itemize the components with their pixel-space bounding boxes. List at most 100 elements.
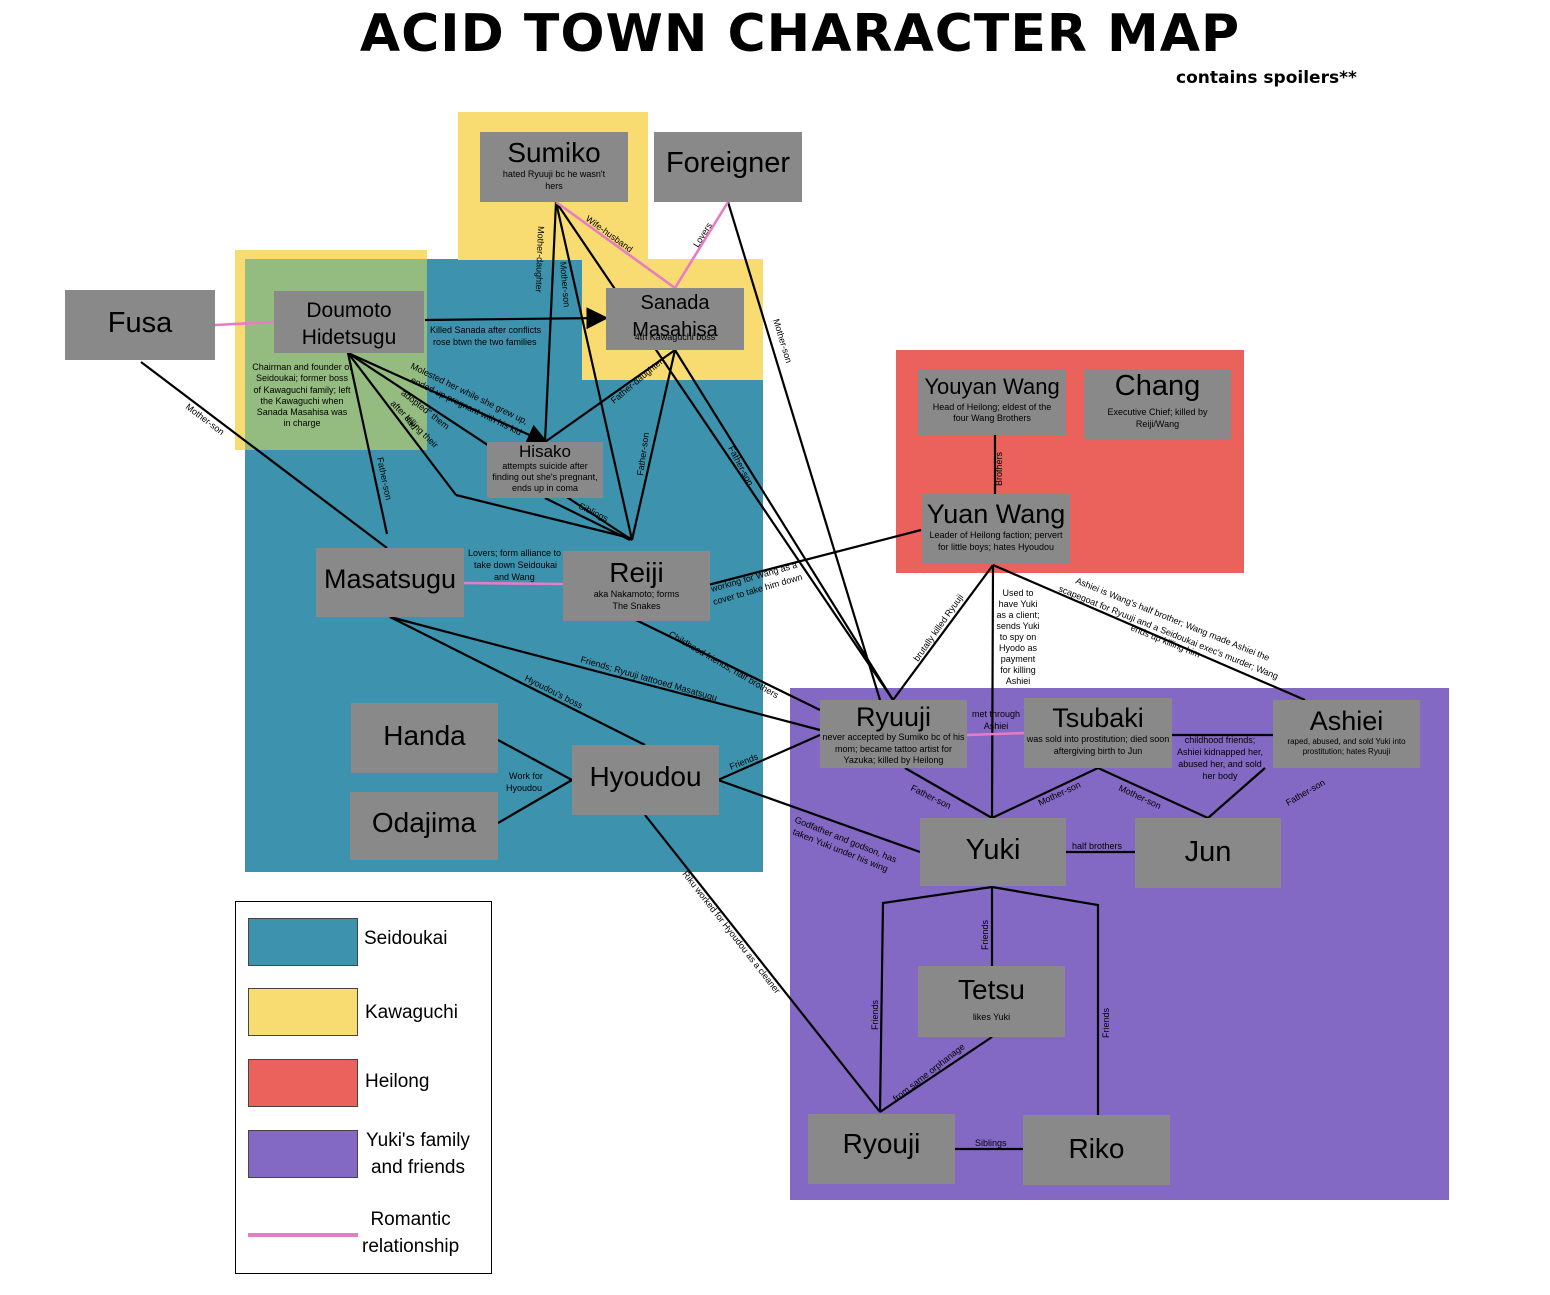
edge-yuan-ashiei — [992, 563, 1306, 702]
edge-masatsugu-ryuuji — [389, 615, 821, 732]
edge-sumiko-reiji — [554, 201, 634, 541]
label-brutally-killed: brutally killed Ryuuji — [911, 592, 965, 663]
node-tetsu[interactable]: Tetsu likes Yuki — [918, 966, 1065, 1037]
label-friends-tetsu: Friends — [980, 919, 990, 950]
node-reiji[interactable]: Reiji aka Nakamoto; forms The Snakes — [563, 551, 710, 621]
legend-swatch-seidoukai — [248, 918, 358, 966]
label-mother-son-sumiko: Mother-son — [558, 261, 572, 307]
edge-doumoto-reiji-2 — [455, 493, 631, 540]
page-title: ACID TOWN CHARACTER MAP — [359, 4, 1241, 64]
svg-text:as a client;: as a client; — [996, 610, 1039, 620]
label-wife-husband: Wife-husband — [584, 214, 635, 255]
label-father-son-ashiei: Father-son — [1284, 777, 1327, 807]
label-brothers: Brothers — [994, 451, 1004, 486]
edge-fusa-masatsugu — [140, 361, 388, 549]
label-father-daughter: Father-daughter — [609, 356, 665, 405]
label-half-brothers: half brothers — [1072, 841, 1123, 851]
edge-tetsu-ryouji — [879, 1036, 993, 1113]
edge-yuan-ryuuji — [892, 564, 994, 701]
label-lovers-alliance-2: take down Seidoukai — [474, 560, 557, 570]
edge-doumoto-masatsugu — [346, 352, 389, 535]
node-odajima[interactable]: Odajima — [350, 792, 498, 860]
edge-yuki-riko — [991, 885, 1100, 1115]
svg-text:payment: payment — [1001, 654, 1036, 664]
spoiler-note: contains spoilers** — [1176, 68, 1357, 88]
label-mother-daughter: Mother-daughter — [534, 226, 546, 293]
node-foreigner[interactable]: Foreigner — [654, 132, 802, 202]
romance-sumiko-sanada — [555, 200, 676, 290]
edge-sumiko-ryuuji — [555, 201, 894, 701]
label-siblings-hisako: Siblings — [577, 501, 610, 524]
legend-swatch-romantic — [248, 1233, 358, 1237]
node-ashiei[interactable]: Ashiei raped, abused, and sold Yuki into… — [1273, 700, 1420, 768]
node-fusa[interactable]: Fusa — [65, 290, 215, 360]
node-youyan[interactable]: Youyan Wang Head of Heilong; eldest of t… — [918, 369, 1066, 435]
node-ryouji[interactable]: Ryouji — [808, 1114, 955, 1184]
label-lovers-alliance-1: Lovers; form alliance to — [468, 548, 561, 558]
legend-label-heilong: Heilong — [365, 1071, 430, 1092]
edge-tsubaki-yuki — [991, 767, 1099, 819]
legend-label-yuki-family: Yuki's family and friends — [366, 1130, 470, 1178]
svg-text:to spy on: to spy on — [1000, 632, 1037, 642]
svg-text:for killing: for killing — [1000, 665, 1036, 675]
edge-hyoudou-ryouji — [644, 814, 881, 1113]
label-ashiei-half-brother-1: Ashiei is Wang's half brother; Wang made… — [1074, 576, 1271, 663]
edge-foreigner-ryuuji — [726, 201, 882, 701]
edge-reiji-ryuuji — [635, 619, 821, 711]
legend-label-kawaguchi: Kawaguchi — [365, 1002, 458, 1023]
label-hyoudous-boss: Hyoudou's boss — [523, 673, 585, 711]
edge-yuan-yuki — [990, 564, 995, 819]
legend-label-seidoukai: Seidoukai — [364, 928, 448, 949]
note-doumoto: Chairman and founder of Seidoukai; forme… — [252, 362, 352, 429]
node-yuki[interactable]: Yuki — [920, 818, 1066, 886]
node-doumoto[interactable]: Doumoto Hidetsugu — [274, 291, 424, 353]
edge-doumoto-sanada — [424, 307, 609, 330]
node-handa[interactable]: Handa — [351, 703, 498, 773]
label-friends-ryouji: Friends — [870, 999, 880, 1030]
svg-text:childhood friends;: childhood friends; — [1185, 735, 1256, 745]
node-riko[interactable]: Riko — [1023, 1115, 1170, 1185]
legend-swatch-yuki-family — [248, 1130, 358, 1178]
edge-hisako-reiji — [544, 497, 631, 541]
edge-sanada-ryuuji — [674, 349, 894, 701]
node-jun[interactable]: Jun — [1135, 818, 1281, 888]
node-ryuuji[interactable]: Ryuuji never accepted by Sumiko bc of hi… — [820, 700, 967, 768]
label-lovers-alliance-3: and Wang — [494, 572, 535, 582]
edge-hyoudou-yuki — [717, 778, 921, 854]
edge-masatsugu-hyoudou — [389, 616, 646, 746]
node-hisako[interactable]: Hisako attempts suicide after finding ou… — [487, 442, 603, 498]
svg-text:have Yuki: have Yuki — [999, 599, 1038, 609]
label-met-through-1: met through — [972, 709, 1020, 719]
edge-ryuuji-yuki — [904, 767, 993, 819]
node-masatsugu[interactable]: Masatsugu — [316, 548, 464, 617]
label-work-for-1: Work for — [509, 771, 543, 781]
legend-swatch-heilong — [248, 1059, 358, 1107]
edge-sumiko-hisako — [543, 201, 558, 443]
node-sanada[interactable]: Sanada Masahisa 4th Kawaguchi boss — [606, 288, 744, 350]
svg-text:her body: her body — [1202, 771, 1238, 781]
label-used-to-have-1: Used to — [1002, 588, 1033, 598]
label-killed-sanada-2: rose btwn the two families — [433, 337, 537, 347]
svg-text:Hyodo as: Hyodo as — [999, 643, 1038, 653]
label-from-orphanage: from same orphanage — [891, 1041, 967, 1103]
edge-odajima-hyoudou — [497, 779, 573, 824]
edge-reiji-yuan — [707, 528, 922, 587]
node-chang[interactable]: Chang Executive Chief; killed by Reiji/W… — [1084, 369, 1231, 439]
svg-text:Ashiei: Ashiei — [1006, 676, 1031, 686]
label-riku-worked: Riku worked for Hyoudou as a cleaner — [680, 869, 782, 995]
label-siblings-ryouji: Siblings — [975, 1138, 1007, 1148]
edge-handa-hyoudou — [497, 739, 573, 781]
edge-yuki-ryouji — [878, 885, 993, 1113]
edge-doumoto-reiji-1 — [347, 352, 457, 496]
edge-sanada-hisako — [544, 349, 676, 443]
node-hyoudou[interactable]: Hyoudou — [572, 745, 719, 815]
label-killed-sanada-1: Killed Sanada after conflicts — [430, 325, 542, 335]
legend-label-romantic: Romantic relationship — [362, 1209, 460, 1257]
edge-hyoudou-ryuuji — [717, 733, 821, 782]
node-sumiko[interactable]: Sumiko hated Ryuuji bc he wasn't hers — [480, 132, 628, 202]
node-yuan[interactable]: Yuan Wang Leader of Heilong faction; per… — [922, 494, 1070, 564]
edge-tsubaki-jun — [1097, 766, 1209, 820]
legend: Seidoukai Kawaguchi Heilong Yuki's famil… — [235, 901, 492, 1274]
node-tsubaki[interactable]: Tsubaki was sold into prostitution; died… — [1024, 698, 1172, 768]
